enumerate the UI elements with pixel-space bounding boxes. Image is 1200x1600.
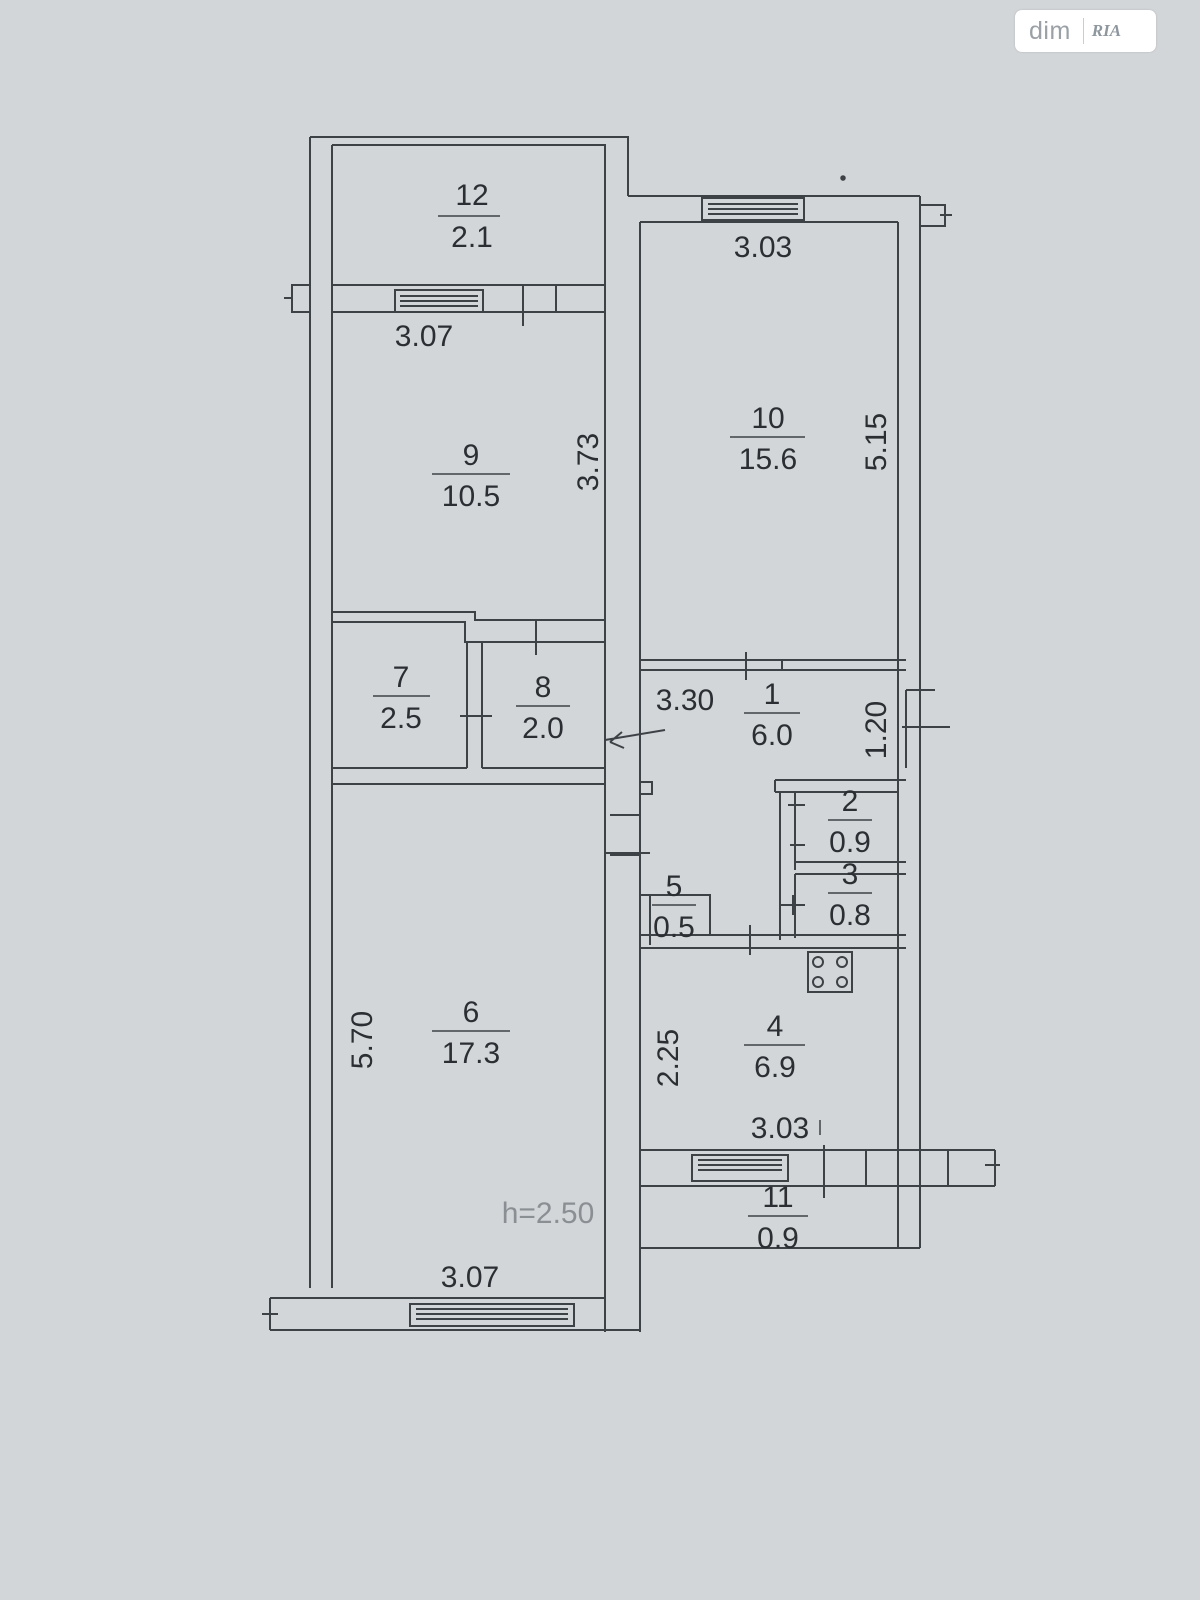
stove-icon	[807, 951, 853, 993]
dim-room-6-width: 3.07	[441, 1261, 499, 1294]
ceiling-height-label: h=2.50	[502, 1197, 595, 1230]
room-2-number: 2	[842, 785, 859, 818]
room-1-number: 1	[764, 678, 781, 711]
room-3-number: 3	[842, 858, 859, 891]
room-6-bottom-wall	[270, 1297, 640, 1331]
bath-top-wall	[774, 779, 906, 793]
dim-room-1-width: 3.30	[656, 684, 714, 717]
window-room-9-glazing	[400, 295, 478, 307]
room-7-number: 7	[393, 661, 410, 694]
room-12-area: 2.1	[451, 221, 493, 254]
dim-room-10-width: 3.03	[734, 231, 792, 264]
window-kitchen	[691, 1154, 789, 1182]
room-8-number: 8	[535, 671, 552, 704]
room-9-bottom-wall	[332, 611, 605, 643]
room-6-number: 6	[463, 996, 480, 1029]
dim-room-1-depth: 1.20	[860, 701, 893, 759]
entry-arrow	[604, 729, 666, 749]
room-9-area: 10.5	[442, 480, 500, 513]
entry-marker	[640, 781, 653, 795]
room-4-area: 6.9	[754, 1051, 796, 1084]
room-6-top-wall	[332, 767, 605, 785]
balcony-11-outline	[640, 1186, 921, 1249]
window-room-10	[701, 197, 805, 221]
door-room-6	[605, 814, 650, 856]
room-3-area: 0.8	[829, 899, 871, 932]
room-11-number: 11	[762, 1181, 793, 1214]
watermark-divider	[1082, 18, 1084, 44]
room-12-number: 12	[455, 179, 488, 212]
room-10-bottom-wall	[640, 652, 906, 680]
door-room-3	[780, 895, 805, 915]
dim-room-6-depth: 5.70	[346, 1011, 379, 1069]
right-top-marker	[920, 204, 952, 227]
room-6-area: 17.3	[442, 1037, 500, 1070]
kitchen-bottom-wall	[640, 1149, 996, 1187]
room-9-top-wall	[332, 285, 605, 326]
room-4-number: 4	[767, 1010, 784, 1043]
room-10-number: 10	[751, 402, 784, 435]
left-top-marker	[284, 284, 310, 313]
bath-left-wall	[779, 792, 805, 940]
dim-room-9-width: 3.07	[395, 320, 453, 353]
left-bottom-marker	[262, 1298, 278, 1330]
central-wall	[604, 222, 641, 1332]
room-11-area: 0.9	[757, 1222, 799, 1255]
window-room-6	[409, 1303, 575, 1327]
watermark-logo: RIA	[1091, 21, 1122, 40]
room-9-number: 9	[463, 439, 480, 472]
room-2-area: 0.9	[829, 826, 871, 859]
closet-5-walls	[640, 894, 711, 945]
room-8-area: 2.0	[522, 712, 564, 745]
closet-partition	[460, 642, 492, 768]
dim-room-4-width: 3.03	[751, 1112, 809, 1145]
room-7-area: 2.5	[380, 702, 422, 735]
right-outer-wall	[897, 196, 921, 1248]
kitchen-top-wall	[640, 925, 906, 955]
kitchen-wall-ticks	[823, 1145, 949, 1198]
room-1-area: 6.0	[751, 719, 793, 752]
dim-room-10-depth: 5.15	[860, 413, 893, 471]
room-10-area: 15.6	[739, 443, 797, 476]
dimria-watermark: dim RIA	[1015, 10, 1156, 52]
window-room-10-glazing	[708, 203, 798, 215]
window-room-6-glazing	[416, 1308, 568, 1320]
left-outer-wall	[309, 137, 333, 1288]
window-kitchen-glazing	[698, 1159, 782, 1171]
dim-room-4-depth: 2.25	[652, 1029, 685, 1087]
watermark-brand: dim	[1029, 16, 1071, 45]
dim-room-9-depth: 3.73	[572, 433, 605, 491]
room-5-number: 5	[666, 870, 683, 903]
right-wall-opening	[897, 689, 935, 768]
room-10-top-wall	[628, 195, 920, 223]
balcony-12-walls	[310, 136, 629, 312]
room-5-area: 0.5	[653, 911, 695, 944]
